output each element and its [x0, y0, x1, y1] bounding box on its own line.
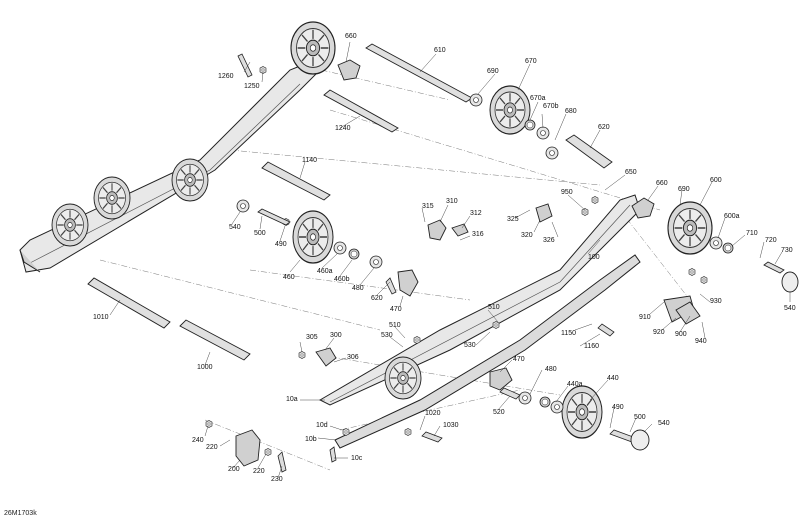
bolts — [237, 53, 785, 473]
callout-1140[interactable]: 1140 — [302, 157, 318, 164]
callout-670[interactable]: 670 — [525, 58, 537, 65]
callout-950[interactable]: 950 — [561, 189, 573, 196]
callout-510-upper[interactable]: 510 — [389, 322, 401, 329]
callout-540-lower[interactable]: 540 — [658, 420, 670, 427]
callout-510-lower[interactable]: 510 — [488, 304, 500, 311]
callout-230[interactable]: 230 — [271, 476, 283, 483]
callout-480-lower[interactable]: 480 — [545, 366, 557, 373]
callout-1010[interactable]: 1010 — [93, 314, 109, 321]
callout-540-right[interactable]: 540 — [784, 305, 796, 312]
callout-670b[interactable]: 670b — [543, 103, 559, 110]
callout-530-lower[interactable]: 530 — [464, 342, 476, 349]
callout-480-upper[interactable]: 480 — [352, 285, 364, 292]
callout-325[interactable]: 325 — [507, 216, 519, 223]
callout-500-upper[interactable]: 500 — [254, 230, 266, 237]
callout-660b[interactable]: 660 — [656, 180, 668, 187]
shafts — [87, 43, 613, 361]
callout-1150[interactable]: 1150 — [561, 330, 577, 337]
callout-10c[interactable]: 10c — [351, 455, 363, 462]
callout-440[interactable]: 440 — [607, 375, 619, 382]
callout-920[interactable]: 920 — [653, 329, 665, 336]
callout-306[interactable]: 306 — [347, 354, 359, 361]
callout-1020[interactable]: 1020 — [425, 410, 441, 417]
callout-460b[interactable]: 460b — [334, 276, 350, 283]
callout-900[interactable]: 900 — [675, 331, 687, 338]
callout-500-lower[interactable]: 500 — [634, 414, 646, 421]
callout-930[interactable]: 930 — [710, 298, 722, 305]
callout-680[interactable]: 680 — [565, 108, 577, 115]
callout-490-lower[interactable]: 490 — [612, 404, 624, 411]
callout-460[interactable]: 460 — [283, 274, 295, 281]
brackets — [235, 59, 701, 467]
callout-10d[interactable]: 10d — [316, 422, 328, 429]
callout-490-upper[interactable]: 490 — [275, 241, 287, 248]
callout-720[interactable]: 720 — [765, 237, 777, 244]
callout-1160[interactable]: 1160 — [584, 343, 600, 350]
callout-1260[interactable]: 1260 — [218, 73, 234, 80]
callout-690[interactable]: 690 — [487, 68, 499, 75]
diagram-reference-code: 26M1703k — [4, 510, 37, 517]
callout-1250[interactable]: 1250 — [244, 83, 260, 90]
callout-305[interactable]: 305 — [306, 334, 318, 341]
callout-600a[interactable]: 600a — [724, 213, 740, 220]
callout-100[interactable]: 100 — [588, 254, 600, 261]
callout-710[interactable]: 710 — [746, 230, 758, 237]
callout-310[interactable]: 310 — [446, 198, 458, 205]
callout-1240[interactable]: 1240 — [335, 125, 351, 132]
callout-315[interactable]: 315 — [422, 203, 434, 210]
callout-326[interactable]: 326 — [543, 237, 555, 244]
callout-240[interactable]: 240 — [192, 437, 204, 444]
callout-690b[interactable]: 690 — [678, 186, 690, 193]
callout-650[interactable]: 650 — [625, 169, 637, 176]
callout-670a[interactable]: 670a — [530, 95, 546, 102]
callout-520[interactable]: 520 — [493, 409, 505, 416]
leader-lines — [109, 41, 791, 479]
callout-540-left[interactable]: 540 — [229, 224, 241, 231]
callout-470-upper[interactable]: 470 — [390, 306, 402, 313]
callout-910[interactable]: 910 — [639, 314, 651, 321]
callout-312[interactable]: 312 — [470, 210, 482, 217]
callout-620[interactable]: 620 — [598, 124, 610, 131]
callout-316[interactable]: 316 — [472, 231, 484, 238]
callout-1030[interactable]: 1030 — [443, 422, 459, 429]
callout-10a[interactable]: 10a — [286, 396, 298, 403]
callout-200[interactable]: 200 — [228, 466, 240, 473]
callout-10b[interactable]: 10b — [305, 436, 317, 443]
callout-530-upper[interactable]: 530 — [381, 332, 393, 339]
callout-600[interactable]: 600 — [710, 177, 722, 184]
callout-610[interactable]: 610 — [434, 47, 446, 54]
callout-320[interactable]: 320 — [521, 232, 533, 239]
callout-220-right[interactable]: 220 — [253, 468, 265, 475]
callout-470-lower[interactable]: 470 — [513, 356, 525, 363]
callout-620-lower[interactable]: 620 — [371, 295, 383, 302]
callout-460a[interactable]: 460a — [317, 268, 333, 275]
callout-1000[interactable]: 1000 — [197, 364, 213, 371]
callout-220-left[interactable]: 220 — [206, 444, 218, 451]
callout-940[interactable]: 940 — [695, 338, 707, 345]
callout-660[interactable]: 660 — [345, 33, 357, 40]
callout-300[interactable]: 300 — [330, 332, 342, 339]
callout-440a[interactable]: 440a — [567, 381, 583, 388]
callout-730[interactable]: 730 — [781, 247, 793, 254]
